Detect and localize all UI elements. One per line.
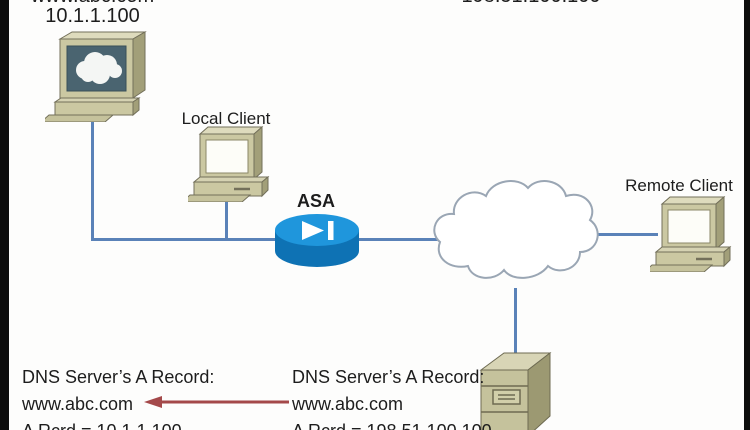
web-server-ip-label: 10.1.1.100 (45, 5, 140, 27)
asa-flow-glyph (302, 221, 334, 240)
dns-server-icon (479, 351, 552, 430)
remote-client-icon (650, 196, 732, 272)
letterbox-left-bar (0, 0, 9, 430)
web-server-domain-label: www.abc.com (15, 0, 170, 8)
web-server-icon (45, 31, 147, 122)
link-cloud-to-dnsserver (514, 288, 517, 354)
dns-record-title: DNS Server’s A Record: (292, 367, 485, 387)
screen-cloud-glyph (76, 52, 122, 84)
remote-client-label: Remote Client (625, 176, 733, 195)
dns-record-annotation-local: DNS Server’s A Record: www.abc.com A Rcr… (22, 364, 214, 430)
local-client-icon (188, 126, 270, 202)
link-bus-to-asa (91, 238, 292, 241)
internet-cloud-icon (433, 180, 599, 279)
link-webserver-to-bus (91, 116, 94, 241)
link-asa-to-cloud (352, 238, 448, 241)
link-cloud-to-remoteclient (593, 233, 658, 236)
dns-record-title: DNS Server’s A Record: (22, 367, 215, 387)
dns-record-host: www.abc.com (292, 394, 404, 414)
link-localclient-to-bus (225, 196, 228, 240)
dns-record-value: A Rcrd = 198.51.100.100 (292, 418, 492, 430)
dns-record-value: A Rcrd = 10.1.1.100 (22, 418, 214, 430)
letterbox-right-bar (744, 0, 750, 430)
dns-doctoring-arrow (144, 396, 289, 408)
dns-record-annotation-remote: DNS Server’s A Record: www.abc.com A Rcr… (292, 364, 492, 430)
wan-ip-label: 198.51.100.100 (451, 0, 611, 8)
asa-label: ASA (296, 191, 335, 211)
asa-icon (275, 214, 359, 267)
dns-record-host: www.abc.com (22, 394, 134, 414)
local-client-label: Local Client (181, 109, 271, 128)
